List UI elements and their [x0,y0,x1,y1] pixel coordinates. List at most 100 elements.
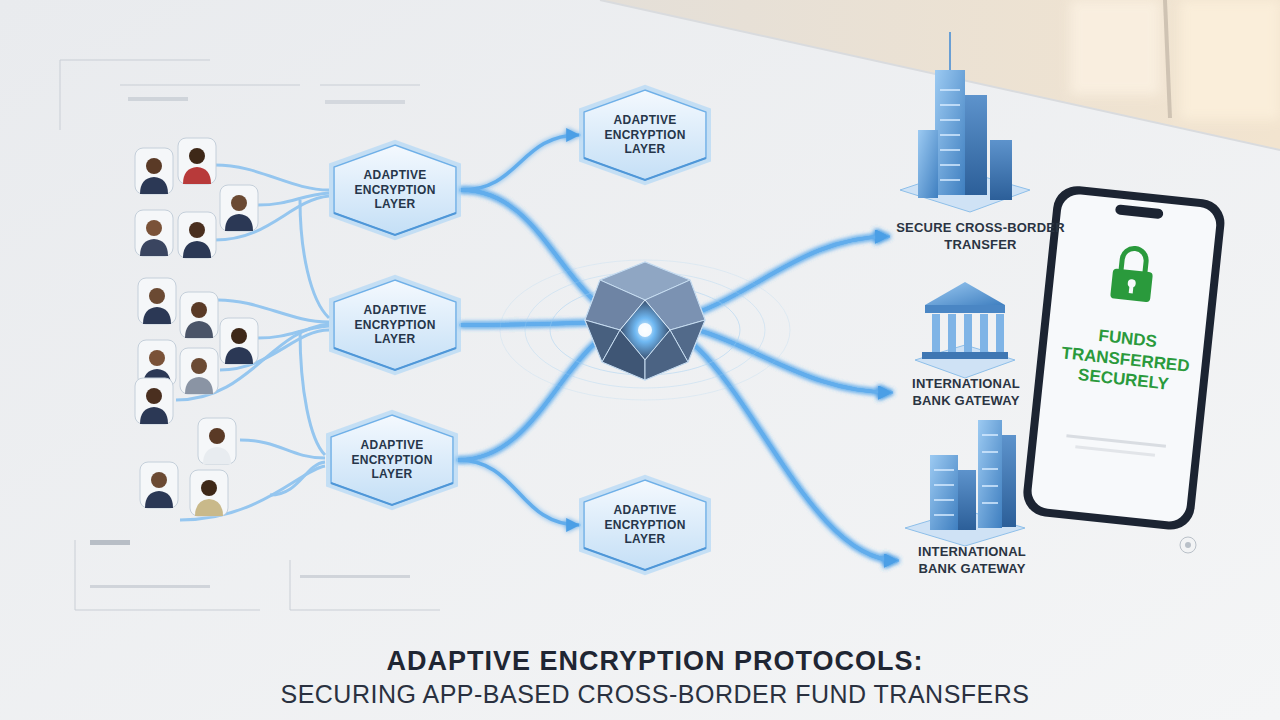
hexagon-face [584,480,706,570]
lock-icon [1110,246,1155,302]
hud-frame [60,60,1196,610]
smartphone [1030,193,1218,524]
hud-frame [325,100,405,104]
hud-frame [1180,537,1196,553]
user-avatars [201,480,217,496]
hud-frame [90,585,210,588]
bank-building [915,282,1015,378]
crystal-core [645,330,688,380]
user-avatars [178,138,216,184]
lock-icon [1110,268,1153,302]
user-avatars [195,499,223,516]
user-avatars [135,138,258,516]
bank-building [922,352,1008,359]
user-avatars [135,210,173,256]
user-avatars [191,358,207,374]
user-avatars [183,167,211,184]
user-avatars [135,148,173,194]
building-tower [935,70,965,195]
hexagon-edge [584,548,706,570]
hexagon-face [584,90,706,180]
building-towers [934,435,998,515]
user-avatars [146,220,162,236]
flow-arrow [458,322,891,460]
user-avatars [135,378,173,424]
hud-frame [1185,542,1191,548]
flow-arrow [458,322,897,561]
node-text: SECURE CROSS-BORDER TRANSFER [894,220,1067,253]
node-text: INTERNATIONAL BANK GATEWAY [903,544,1041,577]
flow-arrow [461,135,579,190]
encryption-layer: ADAPTIVE ENCRYPTION LAYER [579,87,711,183]
bank-building [980,314,988,352]
room-backdrop [1070,0,1160,95]
flow-arrow [458,237,888,461]
bank-building [925,305,1005,313]
user-avatars [145,491,173,508]
room-backdrop [1165,0,1170,118]
room-backdrop [1180,0,1280,120]
user-avatars [185,321,213,338]
user-avatars [220,318,258,364]
user-avatars [135,148,173,194]
user-avatars [140,462,178,508]
building-towers [905,420,1025,546]
user-avatars [209,428,225,444]
user-avatars [138,278,176,324]
building-towers [930,455,958,530]
user-avatars [180,348,218,394]
encryption-layer: ADAPTIVE ENCRYPTION LAYER [329,277,461,373]
smartphone [1066,434,1166,447]
hub-rings [500,260,790,400]
hud-frame [90,540,130,545]
node-text: INTERNATIONAL BANK GATEWAY [897,376,1035,409]
crystal-core [602,330,645,380]
hexagon-face [334,280,456,370]
crystal-core [585,262,705,380]
hud-frame [60,60,210,130]
building-tower [990,140,1012,200]
input-streams [300,200,329,318]
user-avatars [149,350,165,366]
user-avatars [225,347,253,364]
hud-frame [128,97,188,101]
user-avatars [220,185,258,231]
smartphone [1021,184,1227,532]
user-avatars [151,472,167,488]
user-avatars [231,195,247,211]
input-streams [215,196,329,240]
user-avatars [135,378,173,424]
hexagon-face [334,145,456,235]
node-text: ADAPTIVE ENCRYPTION LAYER [595,503,695,546]
bank-building [964,314,972,352]
user-avatars [140,239,168,256]
user-avatars [178,138,216,184]
node-text: ADAPTIVE ENCRYPTION LAYER [345,303,445,346]
input-streams [300,330,325,455]
hexagon-edge [584,158,706,180]
user-avatars [178,212,216,258]
encryption-layer: ADAPTIVE ENCRYPTION LAYER [326,412,458,508]
crystal-core [638,323,652,337]
building-tower [918,130,938,198]
user-avatars [146,158,162,174]
input-streams [240,440,325,458]
bank-building [996,314,1004,352]
gateway-label: SECURE CROSS-BORDER TRANSFER [888,215,1073,258]
gateway-label: INTERNATIONAL BANK GATEWAY [891,371,1041,414]
hud-frame [290,560,440,610]
user-avatars [198,418,236,464]
input-streams [176,165,329,520]
input-streams [180,466,325,520]
user-avatars [198,418,236,464]
hexagon-glow [581,87,709,183]
node-text: ADAPTIVE ENCRYPTION LAYER [595,113,695,156]
smartphone [1021,184,1227,532]
diagram-caption: SECURING APP-BASED CROSS-BORDER FUND TRA… [20,680,1280,709]
user-avatars [180,292,218,338]
building-tower [965,95,987,195]
hexagon-glow [581,477,709,573]
building-tower [900,32,1030,212]
